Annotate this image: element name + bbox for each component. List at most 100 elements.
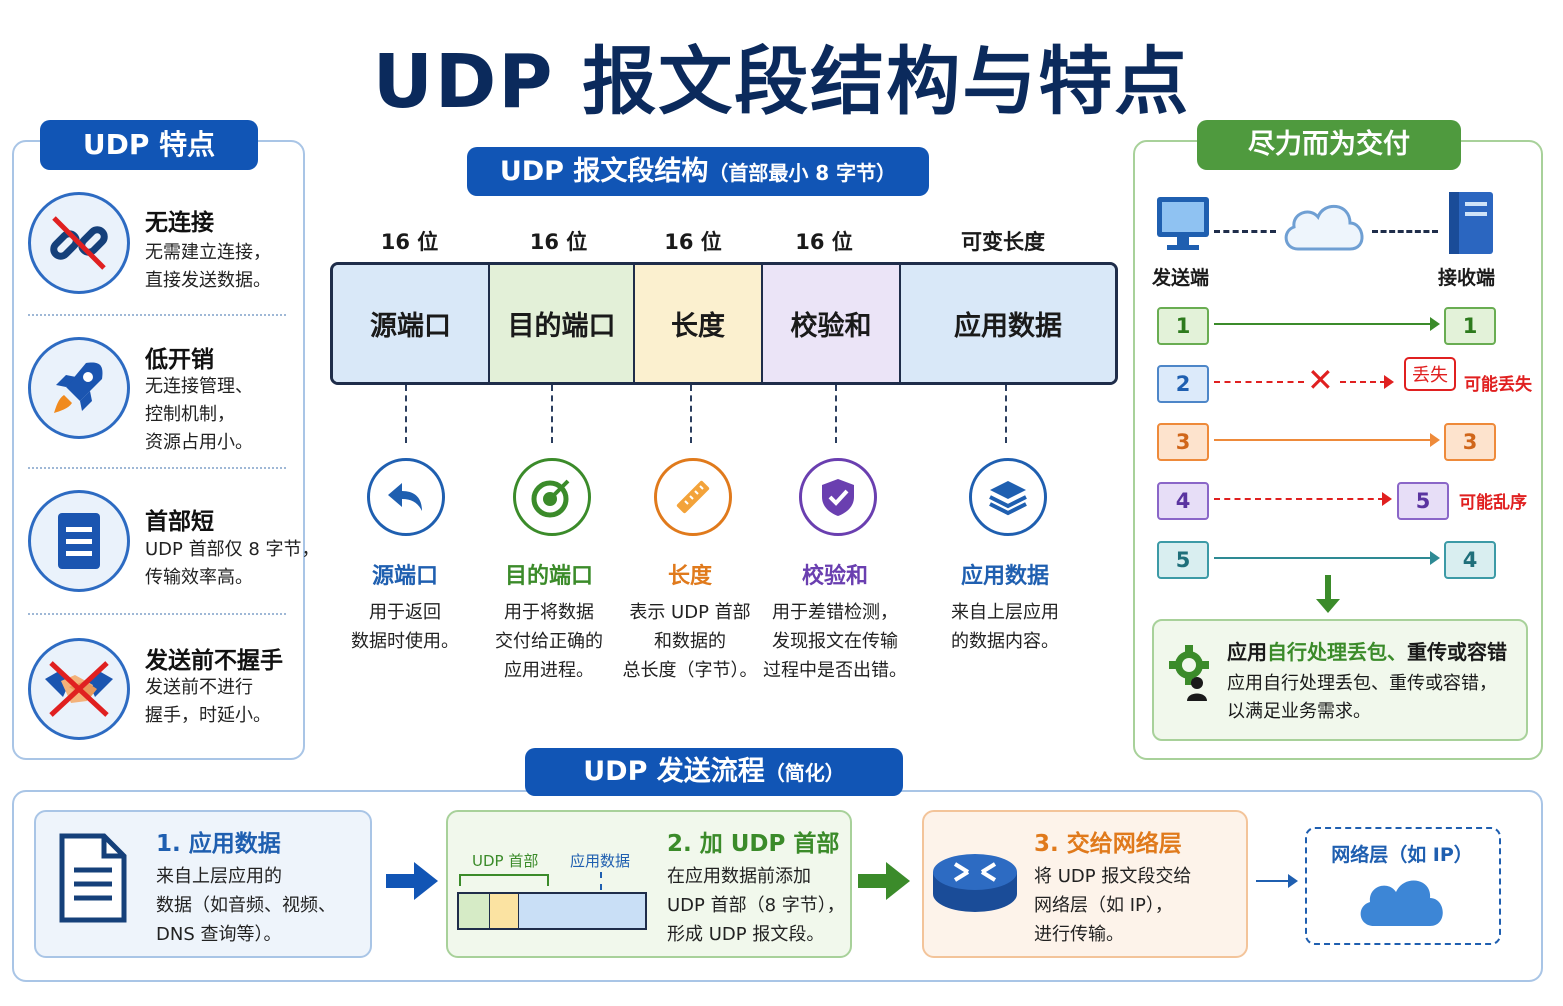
arrow-head: [1430, 433, 1440, 447]
segment-mini-bar: [457, 892, 647, 930]
app-title-c: 重传或容错: [1407, 640, 1507, 664]
packet-received: 3: [1444, 423, 1496, 461]
app-handling-desc: 应用自行处理丢包、重传或容错， 以满足业务需求。: [1227, 673, 1497, 722]
gear-user-icon: [1163, 643, 1215, 707]
field-name: 目的端口: [504, 564, 593, 589]
connector: [551, 385, 553, 443]
sender-label: 发送端: [1152, 267, 1210, 289]
flow-arrow-icon: [386, 862, 438, 904]
feature-desc: 无需建立连接， 直接发送数据。: [145, 242, 271, 291]
arrow-line: [1214, 439, 1434, 441]
shield-check-icon: [799, 458, 877, 536]
field-dest-port: 目的端口: [490, 265, 635, 382]
udp-header-label: UDP 首部: [472, 852, 539, 870]
flow-header-note: （简化）: [764, 761, 845, 785]
no-link-icon: [28, 192, 130, 294]
app-data-label: 应用数据: [570, 852, 631, 870]
arrow-line: [1214, 381, 1304, 383]
flow-step-desc: 将 UDP 报文段交给 网络层（如 IP）， 进行传输。: [1034, 866, 1192, 945]
handshake-icon: [28, 638, 130, 740]
connector: [405, 385, 407, 443]
reply-arrow-icon: [367, 458, 445, 536]
field-name: 长度: [667, 564, 712, 589]
arrow-line: [1214, 498, 1384, 500]
app-title-b: 自行处理丢包、: [1267, 640, 1407, 664]
app-handling-box: [1152, 619, 1528, 741]
feature-title: 首部短: [145, 509, 214, 535]
bit-label: 16 位: [380, 230, 439, 254]
divider: [28, 467, 286, 469]
feature-desc: UDP 首部仅 8 字节， 传输效率高。: [145, 539, 320, 588]
link-dashes: [1214, 230, 1276, 233]
mini-data: [519, 894, 645, 928]
app-title-a: 应用: [1227, 640, 1267, 664]
bit-label: 16 位: [795, 230, 853, 254]
feature-title: 低开销: [145, 347, 214, 373]
arrow-head: [1430, 551, 1440, 565]
field-length: 长度: [635, 265, 763, 382]
down-arrow-icon: [1314, 575, 1342, 619]
structure-header: UDP 报文段结构（首部最小 8 字节）: [467, 147, 929, 196]
packet-received: 5: [1397, 482, 1449, 520]
flow-arrow-icon: [858, 862, 910, 904]
flow-step-title: 1. 应用数据: [156, 831, 281, 857]
field-desc: 用于将数据 交付给正确的 应用进程。: [495, 602, 603, 681]
feature-title: 无连接: [145, 210, 214, 236]
layers-icon: [969, 458, 1047, 536]
computer-icon: [1155, 195, 1211, 257]
bracket-tick: [600, 872, 602, 890]
packet-received: 4: [1444, 541, 1496, 579]
packet-sent: 1: [1157, 307, 1209, 345]
packet-sent: 5: [1157, 541, 1209, 579]
field-name: 源端口: [371, 564, 438, 589]
packet-received: 1: [1444, 307, 1496, 345]
flow-step-desc: 来自上层应用的 数据（如音频、视频、 DNS 查询等）。: [156, 866, 336, 945]
features-header: UDP 特点: [40, 120, 258, 170]
field-name: 校验和: [801, 564, 868, 589]
flow-header: UDP 发送流程（简化）: [525, 748, 903, 796]
delivery-header: 尽力而为交付: [1197, 120, 1461, 170]
flow-step-title: 3. 交给网络层: [1034, 831, 1182, 857]
mini-header-a: [459, 894, 490, 928]
network-cloud-icon: [1352, 868, 1452, 934]
feature-desc: 无连接管理、 控制机制， 资源占用小。: [145, 376, 253, 453]
target-icon: [513, 458, 591, 536]
field-source-port: 源端口: [333, 265, 490, 382]
document-icon: [28, 490, 130, 592]
bracket: [459, 874, 549, 886]
cloud-icon: [1278, 195, 1370, 259]
flow-step-2: [446, 810, 852, 958]
structure-header-note: （首部最小 8 字节）: [708, 161, 897, 185]
field-desc: 来自上层应用 的数据内容。: [951, 602, 1059, 652]
app-handling-title: 应用自行处理丢包、重传或容错: [1227, 636, 1507, 665]
flow-header-text: UDP 发送流程: [583, 756, 765, 787]
bit-label: 可变长度: [961, 230, 1045, 254]
arrow-line: [1214, 557, 1434, 559]
flow-step-title: 2. 加 UDP 首部: [667, 831, 840, 857]
bit-label: 16 位: [664, 230, 722, 254]
connector: [1005, 385, 1007, 443]
divider: [28, 613, 286, 615]
bit-label: 16 位: [529, 230, 588, 254]
feature-desc: 发送前不进行 握手，时延小。: [145, 677, 271, 726]
lost-note: 可能丢失: [1464, 375, 1532, 395]
arrow-line: [1214, 323, 1434, 325]
network-layer-label: 网络层（如 IP）: [1331, 844, 1473, 866]
packet-sent: 4: [1157, 482, 1209, 520]
arrow-head: [1384, 375, 1394, 389]
field-name: 应用数据: [960, 564, 1049, 589]
connector: [690, 385, 692, 443]
file-icon: [58, 832, 128, 928]
arrow-head: [1382, 492, 1392, 506]
receiver-label: 接收端: [1438, 267, 1496, 289]
field-app-data: 应用数据: [901, 265, 1115, 382]
field-checksum: 校验和: [763, 265, 901, 382]
divider: [28, 314, 286, 316]
connector: [835, 385, 837, 443]
arrow-line: [1256, 880, 1290, 882]
link-dashes: [1372, 230, 1438, 233]
feature-title: 发送前不握手: [145, 648, 283, 674]
order-note: 可能乱序: [1459, 493, 1527, 513]
packet-sent: 3: [1157, 423, 1209, 461]
arrow-head: [1430, 317, 1440, 331]
